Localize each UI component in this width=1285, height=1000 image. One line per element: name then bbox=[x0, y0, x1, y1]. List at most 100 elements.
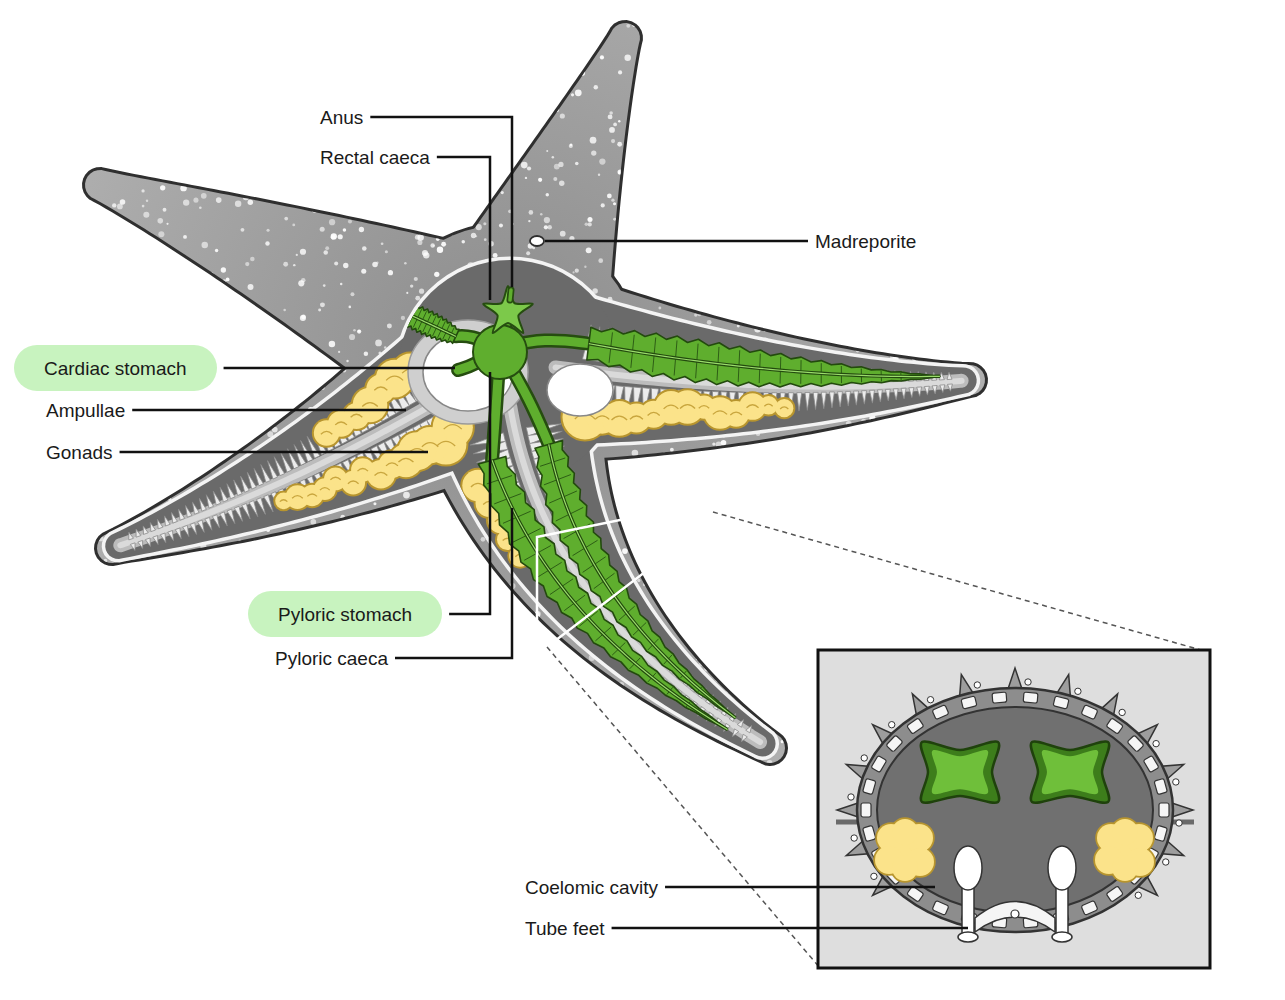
illustration-part bbox=[421, 58, 426, 63]
illustration-part bbox=[148, 624, 152, 628]
illustration-part bbox=[370, 696, 376, 702]
illustration-part bbox=[197, 165, 201, 169]
illustration-part bbox=[646, 43, 649, 46]
illustration-part bbox=[479, 108, 486, 115]
illustration-part bbox=[141, 189, 144, 192]
illustration-part bbox=[210, 579, 215, 584]
illustration-part bbox=[790, 279, 795, 284]
illustration-part bbox=[901, 125, 904, 128]
illustration-part bbox=[724, 168, 730, 174]
illustration-part bbox=[283, 309, 286, 312]
illustration-part bbox=[782, 719, 785, 722]
illustration-part bbox=[607, 194, 612, 199]
illustration-part bbox=[767, 165, 770, 168]
illustration-part bbox=[826, 285, 832, 291]
illustration-part bbox=[396, 560, 403, 567]
illustration-part bbox=[780, 170, 784, 174]
illustration-part bbox=[613, 218, 616, 221]
illustration-part bbox=[311, 639, 314, 642]
illustration-part bbox=[697, 466, 701, 470]
illustration-part bbox=[933, 449, 938, 454]
illustration-part bbox=[958, 552, 963, 557]
illustration-part bbox=[211, 721, 214, 724]
illustration-part bbox=[847, 155, 853, 161]
illustration-part bbox=[319, 200, 324, 205]
illustration-part bbox=[865, 65, 869, 69]
illustration-part bbox=[681, 123, 685, 127]
illustration-part bbox=[697, 312, 701, 316]
illustration-part bbox=[971, 261, 978, 268]
illustration-part bbox=[644, 481, 648, 485]
illustration-part bbox=[270, 350, 273, 353]
illustration-part bbox=[594, 85, 598, 89]
illustration-part bbox=[215, 327, 218, 330]
illustration-part bbox=[792, 452, 798, 458]
illustration-part bbox=[229, 24, 233, 28]
illustration-part bbox=[654, 104, 656, 106]
illustration-part bbox=[257, 316, 259, 318]
illustration-part bbox=[900, 27, 904, 31]
illustration-part bbox=[639, 563, 643, 567]
illustration-part bbox=[97, 709, 100, 712]
illustration-part bbox=[951, 191, 956, 196]
illustration-part bbox=[117, 573, 123, 579]
illustration-part bbox=[157, 758, 163, 764]
illustration-part bbox=[216, 41, 220, 45]
illustration-part bbox=[663, 113, 669, 119]
illustration-part bbox=[396, 24, 401, 29]
illustration-part bbox=[313, 115, 317, 119]
illustration-part bbox=[320, 302, 325, 307]
illustration-part bbox=[590, 137, 597, 144]
illustration-part bbox=[204, 614, 207, 617]
illustration-part bbox=[924, 230, 927, 233]
illustration-part bbox=[196, 404, 200, 408]
illustration-part bbox=[796, 560, 800, 564]
illustration-part bbox=[92, 527, 98, 533]
illustration-part bbox=[415, 296, 420, 301]
illustration-part bbox=[813, 184, 817, 188]
illustration-part bbox=[171, 735, 177, 741]
illustration-part bbox=[859, 202, 866, 209]
illustration-part bbox=[78, 131, 82, 135]
illustration-part bbox=[495, 579, 501, 585]
illustration-part bbox=[245, 669, 250, 674]
illustration-part bbox=[316, 639, 322, 645]
illustration-part bbox=[206, 663, 212, 669]
illustration-part bbox=[574, 695, 578, 699]
illustration-part bbox=[455, 775, 457, 777]
illustration-part bbox=[586, 247, 592, 253]
illustration-part bbox=[833, 589, 836, 592]
illustration-part bbox=[799, 55, 804, 60]
illustration-part bbox=[548, 711, 553, 716]
illustration-part bbox=[584, 266, 586, 268]
illustration-part bbox=[503, 776, 505, 778]
illustration-part bbox=[888, 537, 892, 541]
illustration-part bbox=[963, 354, 965, 356]
illustration-part bbox=[766, 638, 770, 642]
illustration-part bbox=[846, 32, 852, 38]
illustration-part bbox=[183, 150, 186, 153]
illustration-part bbox=[497, 598, 501, 602]
illustration-part bbox=[287, 17, 293, 23]
illustration-part bbox=[90, 290, 94, 294]
illustration-part bbox=[788, 515, 791, 518]
illustration-part bbox=[809, 124, 812, 127]
illustration-part bbox=[725, 451, 731, 457]
illustration-part bbox=[817, 469, 822, 474]
illustration-part bbox=[741, 673, 746, 678]
illustration-part bbox=[307, 371, 311, 375]
illustration-part bbox=[301, 278, 306, 283]
illustration-part bbox=[279, 758, 285, 764]
illustration-part bbox=[952, 228, 955, 231]
illustration-part bbox=[694, 39, 697, 42]
illustration-part bbox=[917, 176, 923, 182]
illustration-part bbox=[941, 564, 946, 569]
illustration-part bbox=[818, 635, 823, 640]
illustration-part bbox=[413, 180, 416, 183]
illustration-part bbox=[648, 144, 650, 146]
illustration-part bbox=[927, 459, 933, 465]
illustration-part bbox=[635, 755, 641, 761]
illustration-part bbox=[694, 604, 697, 607]
illustration-part bbox=[743, 51, 746, 54]
illustration-part bbox=[512, 684, 517, 689]
